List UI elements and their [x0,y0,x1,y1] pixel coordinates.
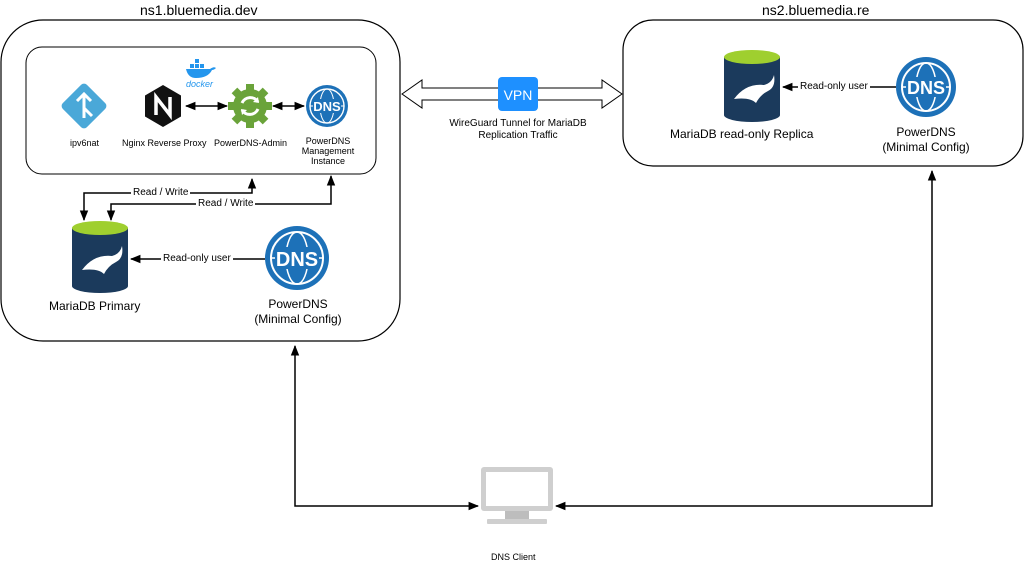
dns-client-label: DNS Client [491,552,536,562]
svg-text:DNS: DNS [276,249,318,271]
powerdns-admin-label: PowerDNS-Admin [214,138,288,148]
readonly-edge-label: Read-only user [798,81,870,92]
ipv6nat-icon [61,83,107,129]
dns-icon: DNS [306,85,348,127]
rw-edge-label: Read / Write [196,198,256,209]
ns2-title: ns2.bluemedia.re [762,2,870,18]
nginx-label: Nginx Reverse Proxy [122,138,207,148]
vpn-badge-label: VPN [504,87,533,103]
dns-icon: DNS [896,57,956,117]
svg-text:DNS: DNS [313,99,341,114]
computer-icon [481,467,553,524]
svg-text:DNS: DNS [907,78,945,98]
rw-edge-label: Read / Write [131,187,191,198]
client-ns2-link [554,169,937,511]
vpn-badge [498,77,538,111]
ns2-host-box [622,19,1024,167]
client-ns1-link [290,344,480,511]
powerdns-mgmt-label: PowerDNS Management Instance [301,136,355,166]
vpn-caption: WireGuard Tunnel for MariaDB Replication… [449,118,587,141]
docker-container-box [25,46,377,175]
powerdns-admin-icon [228,84,272,128]
ipv6nat-label: ipv6nat [70,138,100,148]
powerdns-ns1-label: PowerDNS (Minimal Config) [254,297,342,326]
docker-icon [186,59,216,78]
dns-icon: DNS [265,226,329,290]
mariadb-replica-label: MariaDB read-only Replica [670,127,814,141]
mariadb-database-icon [72,221,128,293]
readonly-edge-label: Read-only user [161,253,233,264]
mariadb-database-icon [724,50,780,122]
powerdns-ns2-label: PowerDNS (Minimal Config) [882,125,970,154]
docker-label: docker [186,79,214,89]
mariadb-primary-label: MariaDB Primary [49,299,141,313]
ns1-title: ns1.bluemedia.dev [140,2,258,18]
nginx-icon [145,85,181,127]
